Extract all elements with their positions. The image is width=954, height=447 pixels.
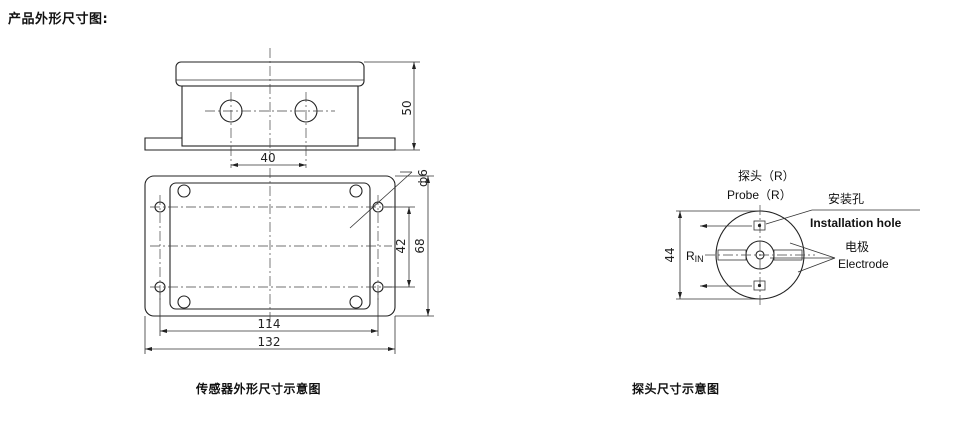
- sensor-top-view: ф6 42 68 114 132: [144, 168, 434, 354]
- screw-icon: [349, 184, 363, 198]
- dim-depth-outer: 68: [413, 238, 427, 253]
- label-rin: RIN: [686, 249, 704, 264]
- label-probe-en: Probe（R）: [727, 188, 792, 202]
- installation-hole-bottom: [753, 280, 766, 291]
- label-electrode-en: Electrode: [838, 257, 889, 271]
- dim-probe-diameter: 44: [663, 247, 677, 262]
- probe-diagram: 44 RIN 探头（R） Probe（R） 安装孔 Installation h…: [663, 169, 920, 305]
- label-electrode-cn: 电极: [845, 240, 869, 254]
- dim-height: 50: [400, 100, 414, 115]
- screw-icon: [177, 184, 191, 198]
- dim-depth-inner: 42: [394, 238, 408, 253]
- sensor-side-view: 40 50: [144, 48, 420, 168]
- sensor-flange: [144, 137, 396, 151]
- sensor-diagram-caption: 传感器外形尺寸示意图: [196, 382, 322, 396]
- screw-icon: [349, 295, 363, 309]
- label-install-cn: 安装孔: [828, 191, 864, 206]
- installation-hole-top: [753, 220, 766, 231]
- label-install-en: Installation hole: [810, 216, 902, 230]
- dim-width-inner: 114: [258, 317, 281, 331]
- dim-hole-spacing: 40: [260, 151, 275, 165]
- page-heading: 产品外形尺寸图:: [8, 12, 109, 27]
- screw-icon: [177, 295, 191, 309]
- probe-diagram-caption: 探头尺寸示意图: [632, 382, 720, 396]
- label-probe-cn: 探头（R）: [738, 169, 795, 183]
- dim-width-outer: 132: [258, 335, 281, 349]
